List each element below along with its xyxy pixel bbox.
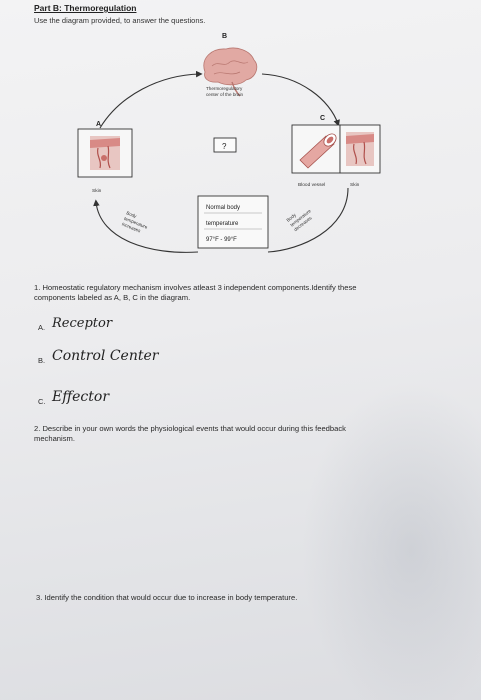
brain-icon [203,47,258,97]
answer-c-handwritten: Effector [52,389,110,405]
question-1: 1. Homeostatic regulatory mechanism invo… [34,283,454,303]
label-c: C [320,115,325,122]
question-2-line-2: mechanism. [34,434,75,443]
answer-a-handwritten: Receptor [52,316,113,331]
label-a: A [96,121,101,128]
skin-tissue-icon-left [90,136,120,170]
skin-label-left: Skin [92,188,102,194]
arrow-center-to-effector [261,73,340,127]
arrow-receptor-to-center [99,70,203,129]
question-3: 3. Identify the condition that would occ… [36,593,298,602]
thermo-center-label-2: center of the brain [206,92,243,97]
normal-temp-line-1: Normal body [206,205,240,211]
arrow-loop-lower-right [267,187,349,253]
answer-b-letter: B. [38,356,46,365]
question-1-line-2: components labeled as A, B, C in the dia… [34,293,191,302]
section-title: Part B: Thermoregulation [34,3,137,13]
question-2: 2. Describe in your own words the physio… [34,424,454,444]
instruction-text: Use the diagram provided, to answer the … [34,16,206,25]
blood-vessel-label: Blood vessel [298,182,325,188]
temp-decreases-line-1: Body [286,212,298,223]
question-1-line-1: 1. Homeostatic regulatory mechanism invo… [34,283,357,292]
temp-increases-label: Body temperature increases [121,210,148,233]
skin-label-right: Skin [350,182,360,188]
arrow-loop-lower-left [93,199,199,253]
skin-tissue-icon-right [346,132,374,166]
thermoregulation-diagram: B Thermoregulatory center of the brain ?… [77,33,381,253]
temp-decreases-label: Body temperature decreases [286,208,314,232]
unknown-component-box [213,137,237,153]
normal-temp-range: 97°F - 99°F [206,237,237,243]
answer-b-handwritten: Control Center [52,348,159,364]
normal-temp-line-2: temperature [206,221,239,227]
temp-increases-line-1: Body [126,210,138,219]
answer-c-letter: C. [38,397,46,406]
question-mark: ? [222,142,227,151]
label-b: B [222,33,227,40]
thermo-center-label-1: Thermoregulatory [206,86,243,91]
blood-vessel-icon [299,133,337,169]
question-2-line-1: 2. Describe in your own words the physio… [34,424,346,433]
normal-temperature-box [197,195,269,249]
answer-a-letter: A. [38,323,46,332]
